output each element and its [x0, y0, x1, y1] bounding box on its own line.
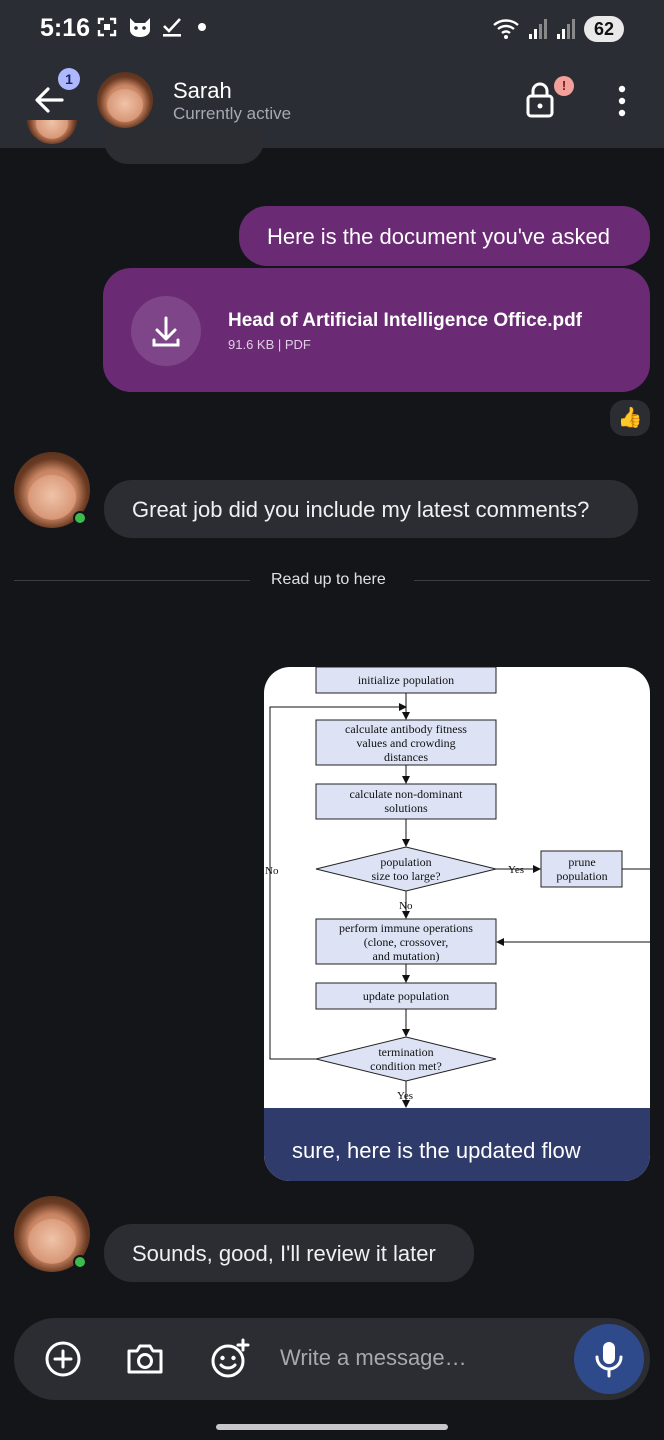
flowchart-image[interactable]: initialize population calculate antibody…: [264, 667, 650, 1108]
cat-icon: [130, 18, 150, 37]
online-indicator: [73, 511, 87, 525]
check-icon: [163, 18, 181, 37]
previous-message-bubble: [104, 130, 264, 164]
flow-update: update population: [363, 989, 449, 1003]
flow-no-1: No: [399, 900, 413, 912]
lock-icon: [526, 82, 554, 118]
previous-message-avatar: [27, 120, 77, 154]
flow-initialize: initialize population: [358, 673, 454, 687]
flow-fitness-line1: calculate antibody fitness: [345, 722, 467, 736]
more-vert-icon: [618, 85, 626, 117]
more-options-button[interactable]: [612, 84, 632, 118]
flow-fitness-line3: distances: [384, 750, 428, 764]
message-text: Sounds, good, I'll review it later: [132, 1241, 436, 1266]
file-attachment[interactable]: Head of Artificial Intelligence Office.p…: [103, 268, 650, 392]
emoji-button[interactable]: [208, 1338, 250, 1380]
contact-avatar[interactable]: [97, 72, 153, 128]
flow-nondominant-line2: solutions: [384, 801, 428, 815]
incoming-message[interactable]: Great job did you include my latest comm…: [104, 480, 638, 538]
contact-name[interactable]: Sarah: [173, 78, 232, 103]
image-message[interactable]: initialize population calculate antibody…: [264, 667, 650, 1181]
flow-immune-line2: (clone, crossover,: [364, 935, 449, 949]
flow-prune-line1: prune: [568, 855, 595, 869]
message-input[interactable]: Write a message…: [280, 1345, 467, 1370]
emoji-add-icon: [211, 1338, 250, 1378]
read-marker-label: Read up to here: [271, 571, 386, 588]
status-system-icons: 62: [492, 16, 624, 42]
mic-icon: [595, 1342, 623, 1378]
outgoing-message[interactable]: Here is the document you've asked: [239, 206, 650, 266]
attach-button[interactable]: [42, 1338, 84, 1380]
add-icon: [45, 1341, 81, 1377]
incoming-message[interactable]: Sounds, good, I'll review it later: [104, 1224, 474, 1282]
voice-record-button[interactable]: [574, 1324, 644, 1394]
flow-immune-line1: perform immune operations: [339, 921, 473, 935]
read-marker-line-left: [14, 580, 250, 581]
flow-decision2-line2: condition met?: [370, 1059, 442, 1073]
flow-yes-2: Yes: [397, 1090, 413, 1102]
download-button[interactable]: [131, 296, 201, 366]
dot-icon: [198, 23, 206, 31]
camera-button[interactable]: [124, 1338, 166, 1380]
flow-no-left: No: [265, 865, 279, 877]
wifi-icon: [493, 19, 519, 39]
status-time: 5:16: [40, 14, 91, 42]
file-meta: 91.6 KB | PDF: [228, 337, 311, 352]
flow-nondominant-line1: calculate non-dominant: [350, 787, 464, 801]
home-indicator[interactable]: [216, 1424, 448, 1430]
flow-decision2-line1: termination: [378, 1045, 433, 1059]
flow-yes-1: Yes: [508, 864, 524, 876]
flow-immune-line3: and mutation): [373, 949, 440, 963]
download-icon: [152, 316, 180, 347]
message-composer: Write a message…: [14, 1318, 650, 1400]
reaction-thumbs-up[interactable]: 👍: [610, 400, 650, 436]
message-text: Here is the document you've asked: [267, 224, 610, 249]
signal-icon-2: [557, 19, 575, 39]
flow-fitness-line2: values and crowding: [356, 736, 455, 750]
online-indicator: [73, 1255, 87, 1269]
flow-decision1-line1: population: [380, 855, 431, 869]
flow-decision1-line2: size too large?: [371, 869, 440, 883]
file-name: Head of Artificial Intelligence Office.p…: [228, 310, 583, 331]
signal-icon: [529, 19, 547, 39]
image-caption: sure, here is the updated flow: [264, 1108, 650, 1181]
camera-icon: [127, 1344, 163, 1374]
flow-prune-line2: population: [556, 869, 607, 883]
message-text: Great job did you include my latest comm…: [132, 497, 590, 522]
screenshot-icon: [97, 17, 117, 37]
battery-indicator: 62: [584, 16, 624, 42]
encryption-button[interactable]: [524, 80, 556, 120]
back-button[interactable]: [28, 80, 72, 120]
status-notification-icons: [96, 16, 206, 38]
read-marker-line-right: [414, 580, 650, 581]
security-alert-badge: !: [554, 76, 574, 96]
back-arrow-icon: [35, 87, 64, 113]
unread-count-badge: 1: [58, 68, 80, 90]
contact-status: Currently active: [173, 104, 292, 123]
